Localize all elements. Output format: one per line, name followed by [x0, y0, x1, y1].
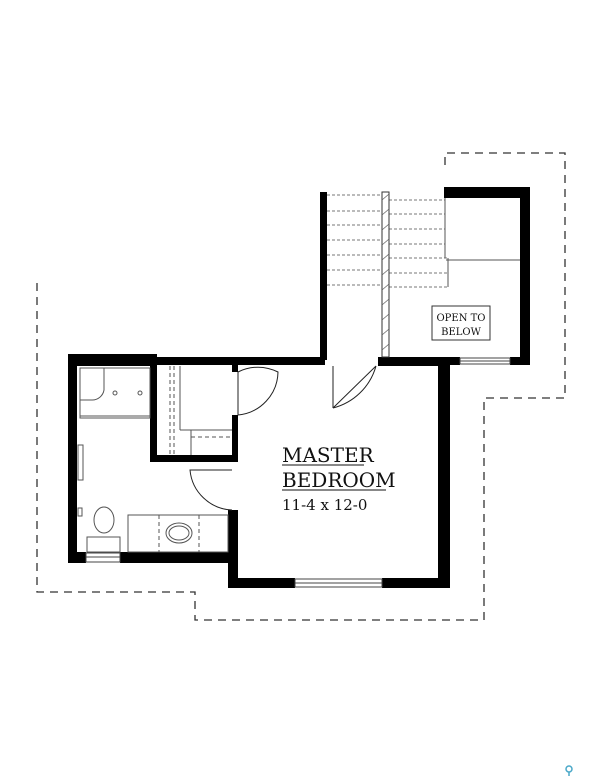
towel-bar	[77, 444, 84, 481]
doors	[189, 365, 377, 511]
shower	[79, 367, 151, 419]
open-to-below-line1: OPEN TO	[436, 313, 485, 324]
open-to-below-box	[431, 305, 491, 341]
walls	[68, 187, 530, 588]
windows	[85, 357, 511, 588]
closet-door	[237, 366, 279, 416]
open-to-below-line2: BELOW	[441, 327, 481, 338]
room-name-line1: MASTER	[282, 443, 375, 467]
property-outline	[36, 152, 566, 621]
stairs	[327, 194, 448, 288]
room-name-line2: BEDROOM	[282, 468, 396, 492]
closet-shelf	[169, 366, 232, 455]
vanity	[127, 514, 229, 553]
room-dimensions: 11-4 x 12-0	[282, 496, 367, 514]
toilet	[93, 506, 115, 534]
bath-fixtures	[77, 367, 229, 553]
bath-door	[189, 469, 233, 511]
sink	[165, 522, 193, 544]
map-pin-icon	[565, 765, 573, 776]
stair-edges	[444, 198, 520, 287]
bedroom-entry-door	[332, 365, 377, 409]
